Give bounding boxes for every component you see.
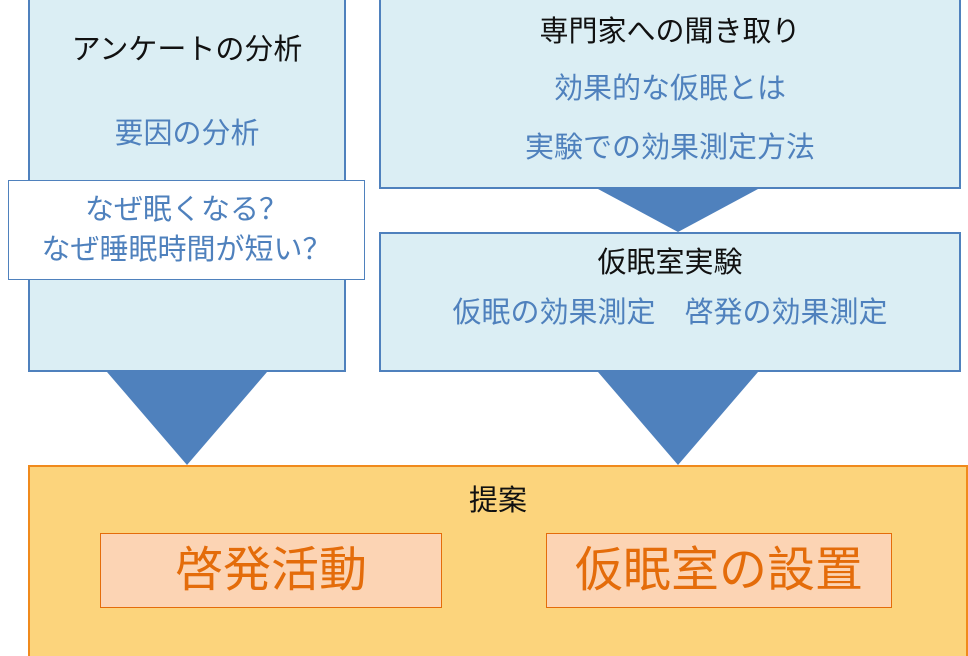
interview-item-measurement: 実験での効果測定方法	[524, 130, 815, 164]
question-sleepy: なぜ眠くなる？	[84, 192, 288, 226]
survey-title: アンケートの分析	[71, 32, 303, 66]
interview-item-effective-nap: 効果的な仮眠とは	[553, 71, 786, 105]
expert-interview-box: 専門家への聞き取り 効果的な仮眠とは 実験での効果測定方法	[379, 0, 961, 189]
proposal-box: 提案 啓発活動 仮眠室の設置	[28, 465, 968, 656]
question-short-sleep: なぜ睡眠時間が短い？	[41, 232, 332, 266]
proposal-option-nap-room: 仮眠室の設置	[546, 533, 892, 608]
nap-room-experiment-box: 仮眠室実験 仮眠の効果測定 啓発の効果測定	[379, 232, 961, 372]
arrow-experiment-to-proposal	[598, 372, 758, 465]
survey-detail: 要因の分析	[114, 116, 260, 150]
experiment-title: 仮眠室実験	[597, 245, 743, 279]
questions-box: なぜ眠くなる？ なぜ睡眠時間が短い？	[8, 180, 365, 280]
proposal-option-nap-room-label: 仮眠室の設置	[574, 542, 863, 598]
proposal-option-awareness-label: 啓発活動	[174, 542, 367, 598]
experiment-items: 仮眠の効果測定 啓発の効果測定	[452, 295, 888, 329]
arrow-survey-to-proposal	[107, 372, 267, 465]
interview-title: 専門家への聞き取り	[539, 14, 801, 48]
proposal-title: 提案	[468, 483, 527, 517]
proposal-option-awareness: 啓発活動	[100, 533, 442, 608]
arrow-interview-to-experiment	[598, 189, 758, 232]
